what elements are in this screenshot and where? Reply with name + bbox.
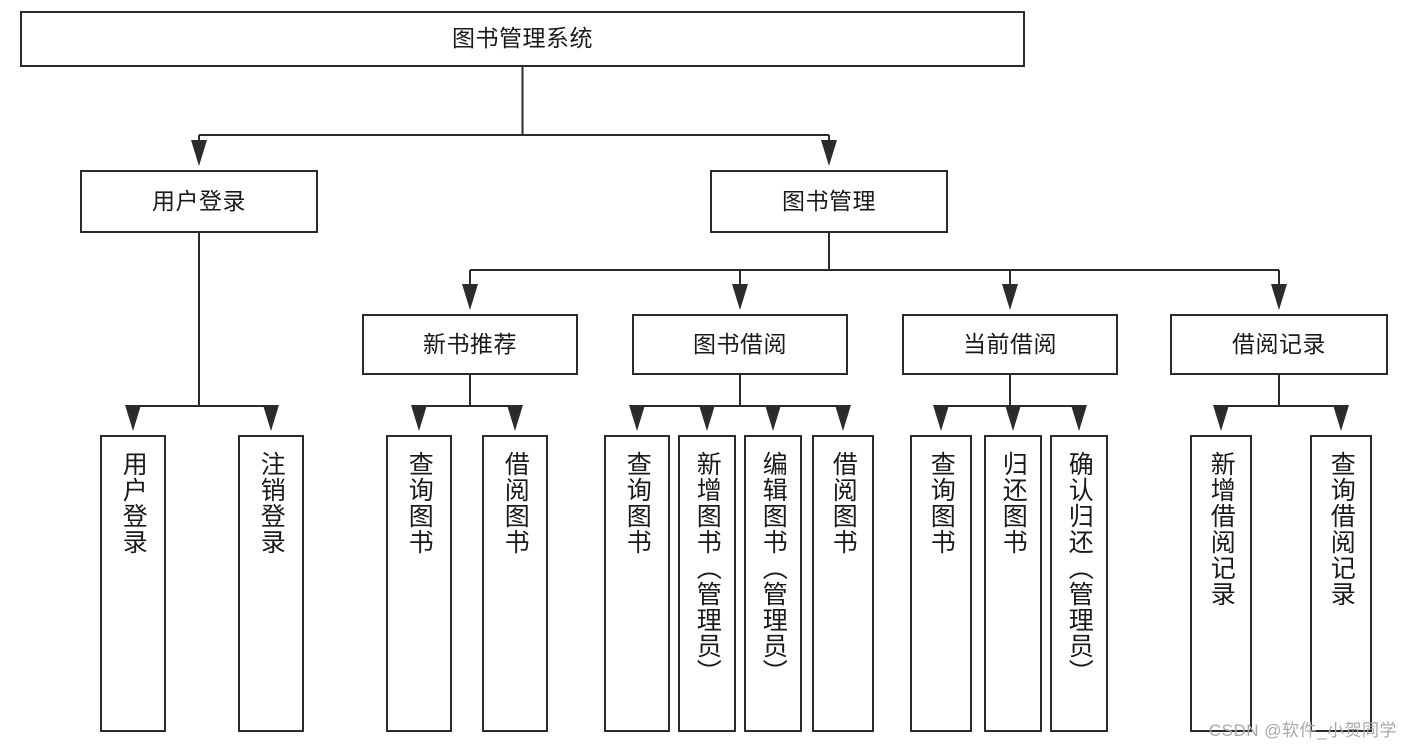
leaf-return-book-label: 归还图书 <box>999 451 1028 555</box>
leaf-user-login-label: 用户登录 <box>119 451 148 555</box>
leaf-borrow-book[interactable]: 借阅图书 <box>812 435 874 732</box>
leaf-query-book-borrow[interactable]: 查询图书 <box>604 435 670 732</box>
leaf-add-borrow-record[interactable]: 新增借阅记录 <box>1190 435 1252 732</box>
leaf-add-book-label: 新增图书（管理员） <box>693 451 722 685</box>
leaf-query-borrow-record[interactable]: 查询借阅记录 <box>1310 435 1372 732</box>
node-book-manage-label: 图书管理 <box>782 187 876 214</box>
leaf-borrow-book-recommend-label: 借阅图书 <box>501 451 530 555</box>
node-borrow-record[interactable]: 借阅记录 <box>1170 314 1388 375</box>
node-book-borrow-label: 图书借阅 <box>693 330 787 357</box>
leaf-return-book[interactable]: 归还图书 <box>984 435 1042 732</box>
node-root[interactable]: 图书管理系统 <box>20 11 1025 67</box>
leaf-query-book-recommend-label: 查询图书 <box>405 451 434 555</box>
leaf-borrow-book-recommend[interactable]: 借阅图书 <box>482 435 548 732</box>
node-book-manage[interactable]: 图书管理 <box>710 170 948 233</box>
node-user-login[interactable]: 用户登录 <box>80 170 318 233</box>
node-root-label: 图书管理系统 <box>452 25 593 52</box>
node-book-borrow[interactable]: 图书借阅 <box>632 314 848 375</box>
csdn-watermark: CSDN @软件_小贺同学 <box>1208 721 1397 740</box>
leaf-query-book-current[interactable]: 查询图书 <box>910 435 972 732</box>
leaf-edit-book[interactable]: 编辑图书（管理员） <box>744 435 802 732</box>
leaf-query-borrow-record-label: 查询借阅记录 <box>1327 451 1356 607</box>
leaf-add-book[interactable]: 新增图书（管理员） <box>678 435 736 732</box>
node-current-borrow[interactable]: 当前借阅 <box>902 314 1118 375</box>
leaf-add-borrow-record-label: 新增借阅记录 <box>1207 451 1236 607</box>
leaf-edit-book-label: 编辑图书（管理员） <box>759 451 788 685</box>
leaf-query-book-current-label: 查询图书 <box>927 451 956 555</box>
leaf-query-book-recommend[interactable]: 查询图书 <box>386 435 452 732</box>
leaf-user-logout[interactable]: 注销登录 <box>238 435 304 732</box>
node-current-borrow-label: 当前借阅 <box>963 330 1057 357</box>
leaf-confirm-return[interactable]: 确认归还（管理员） <box>1050 435 1108 732</box>
leaf-user-login[interactable]: 用户登录 <box>100 435 166 732</box>
node-user-login-label: 用户登录 <box>152 187 246 214</box>
node-new-book-recommend[interactable]: 新书推荐 <box>362 314 578 375</box>
leaf-confirm-return-label: 确认归还（管理员） <box>1065 451 1094 685</box>
leaf-borrow-book-label: 借阅图书 <box>829 451 858 555</box>
node-borrow-record-label: 借阅记录 <box>1232 330 1326 357</box>
leaf-user-logout-label: 注销登录 <box>257 451 286 555</box>
leaf-query-book-borrow-label: 查询图书 <box>623 451 652 555</box>
node-new-book-recommend-label: 新书推荐 <box>423 330 517 357</box>
